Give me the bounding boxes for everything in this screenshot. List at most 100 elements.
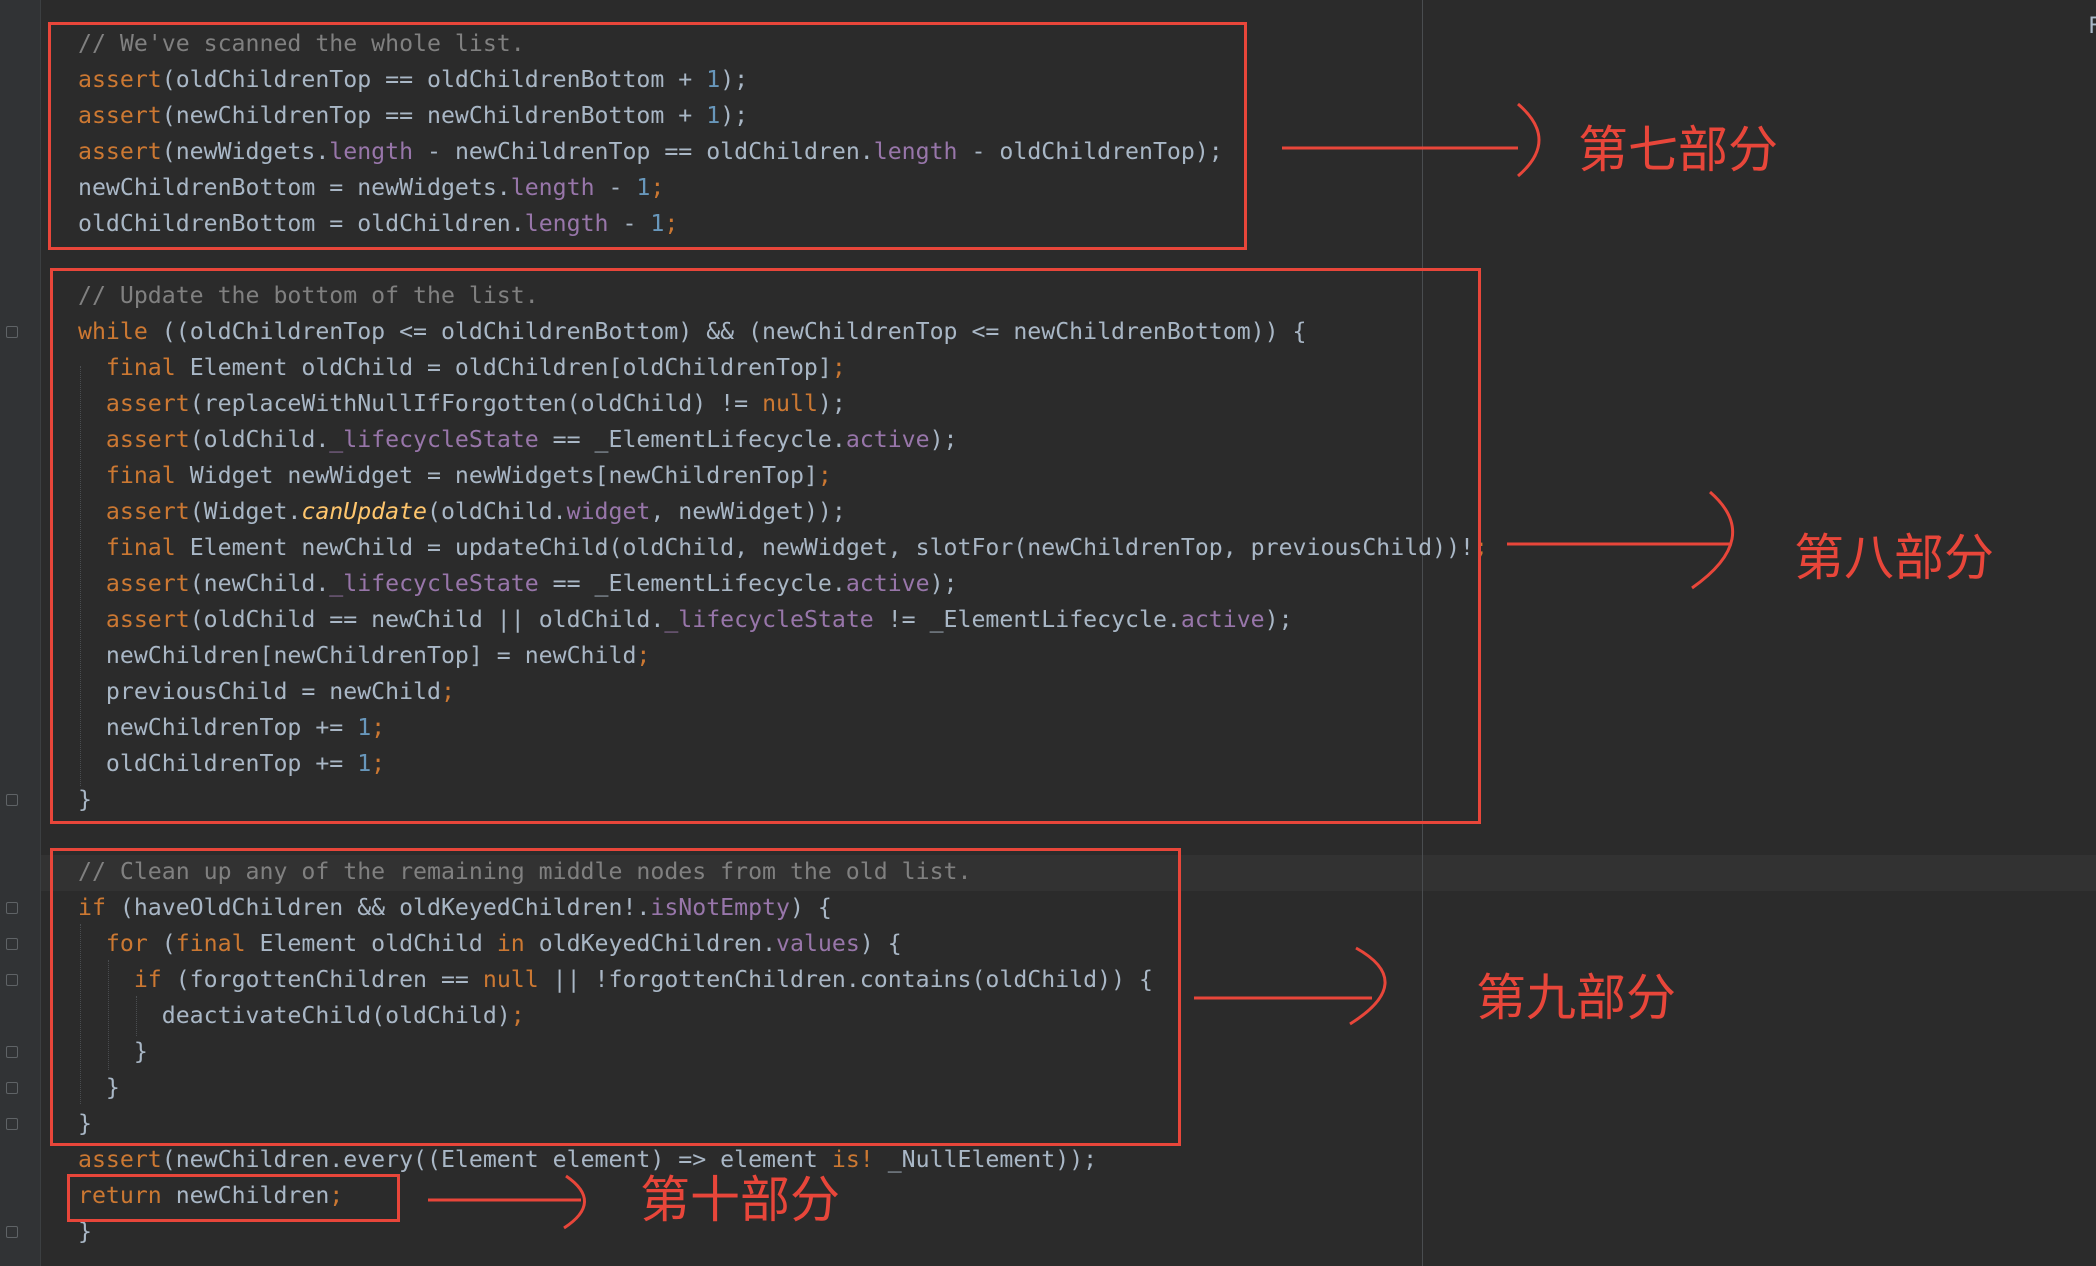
fold-marker-icon[interactable]	[6, 1082, 18, 1094]
code-line[interactable]: final Element oldChild = oldChildren[old…	[78, 350, 846, 386]
code-line[interactable]: assert(Widget.canUpdate(oldChild.widget,…	[78, 494, 846, 530]
code-token: ;	[831, 354, 846, 381]
code-token: (newChildrenTop == newChildrenBottom +	[161, 102, 707, 129]
code-token: }	[78, 1074, 120, 1101]
code-token: oldChildrenBottom = oldChildren.	[78, 210, 525, 237]
code-token: || !forgottenChildren.contains(oldChild)…	[538, 966, 1153, 993]
code-token: active	[845, 570, 930, 597]
code-token: // Update the bottom of the list.	[78, 282, 539, 309]
code-line[interactable]: assert(oldChild == newChild || oldChild.…	[78, 602, 1293, 638]
code-line[interactable]: return newChildren;	[78, 1178, 343, 1214]
code-line[interactable]: assert(newChild._lifecycleState == _Elem…	[78, 566, 958, 602]
arrow-icon	[1194, 946, 1387, 1026]
code-token: - newChildrenTop == oldChildren.	[413, 138, 874, 165]
code-line[interactable]: assert(newChildrenTop == newChildrenBott…	[78, 98, 748, 134]
code-line[interactable]: while ((oldChildrenTop <= oldChildrenBot…	[78, 314, 1307, 350]
indent-guide	[136, 996, 137, 1036]
code-token: }	[78, 1038, 148, 1065]
code-line[interactable]: }	[78, 1034, 148, 1070]
editor-gutter[interactable]	[0, 0, 41, 1266]
code-token: _NullElement));	[873, 1146, 1098, 1173]
code-line[interactable]: }	[78, 1106, 92, 1142]
code-line[interactable]: newChildren[newChildrenTop] = newChild;	[78, 638, 650, 674]
code-token: -	[594, 174, 637, 201]
code-token: }	[78, 786, 92, 813]
code-token: (Widget.	[189, 498, 302, 525]
code-token: 1	[636, 174, 651, 201]
code-token: final	[175, 930, 246, 957]
code-token: ) {	[859, 930, 902, 957]
code-token: (forgottenChildren ==	[161, 966, 483, 993]
code-line[interactable]: }	[78, 782, 92, 818]
code-token: // We've scanned the whole list.	[78, 30, 525, 57]
code-token: if	[78, 894, 106, 921]
code-line[interactable]: // We've scanned the whole list.	[78, 26, 525, 62]
annotation-box-part10	[67, 1174, 400, 1222]
code-token: (replaceWithNullIfForgotten(oldChild) !=	[189, 390, 763, 417]
code-token: assert	[78, 66, 162, 93]
code-token: == _ElementLifecycle.	[538, 570, 846, 597]
code-token: }	[78, 1218, 92, 1245]
code-token: is!	[831, 1146, 874, 1173]
code-line[interactable]: oldChildrenTop += 1;	[78, 746, 385, 782]
code-token: ;	[664, 210, 679, 237]
code-token: ) {	[789, 894, 832, 921]
fold-marker-icon[interactable]	[6, 794, 18, 806]
code-token: ;	[817, 462, 832, 489]
annotation-label-part9: 第九部分	[1476, 969, 1676, 1027]
fold-marker-icon[interactable]	[6, 326, 18, 338]
code-line[interactable]: if (forgottenChildren == null || !forgot…	[78, 962, 1153, 998]
code-token: Element oldChild = oldChildren[oldChildr…	[175, 354, 832, 381]
code-token: (oldChild == newChild || oldChild.	[189, 606, 665, 633]
code-token: in	[496, 930, 525, 957]
code-token: );	[929, 570, 958, 597]
code-token: -	[608, 210, 651, 237]
code-line[interactable]: for (final Element oldChild in oldKeyedC…	[78, 926, 902, 962]
code-token: _lifecycleState	[329, 426, 539, 453]
code-line[interactable]: previousChild = newChild;	[78, 674, 455, 710]
code-token: assert	[78, 102, 162, 129]
code-line[interactable]: newChildrenTop += 1;	[78, 710, 385, 746]
code-token: assert	[105, 498, 190, 525]
code-token: final	[105, 534, 176, 561]
arrow-icon	[428, 1174, 586, 1230]
code-line[interactable]: // Update the bottom of the list.	[78, 278, 539, 314]
annotation-label-part7: 第七部分	[1578, 121, 1778, 179]
code-token: _lifecycleState	[329, 570, 539, 597]
code-line[interactable]: deactivateChild(oldChild);	[78, 998, 525, 1034]
fold-marker-icon[interactable]	[6, 1226, 18, 1238]
code-token: _lifecycleState	[664, 606, 874, 633]
code-token: 1	[706, 102, 721, 129]
code-line[interactable]: // Clean up any of the remaining middle …	[78, 854, 971, 890]
code-line[interactable]: }	[78, 1070, 120, 1106]
code-line[interactable]: newChildrenBottom = newWidgets.length - …	[78, 170, 664, 206]
code-token: 1	[357, 750, 372, 777]
toolbar-edge-letter: F	[2088, 14, 2096, 39]
code-line[interactable]: assert(newWidgets.length - newChildrenTo…	[78, 134, 1223, 170]
code-token: for	[105, 930, 148, 957]
code-token: widget	[566, 498, 651, 525]
fold-marker-icon[interactable]	[6, 902, 18, 914]
fold-marker-icon[interactable]	[6, 1046, 18, 1058]
fold-marker-icon[interactable]	[6, 974, 18, 986]
code-line[interactable]: assert(replaceWithNullIfForgotten(oldChi…	[78, 386, 846, 422]
code-line[interactable]: }	[78, 1214, 92, 1250]
code-line[interactable]: assert(oldChildrenTop == oldChildrenBott…	[78, 62, 748, 98]
code-token: newChildren[newChildrenTop] = newChild	[78, 642, 637, 669]
code-token: (newChild.	[189, 570, 330, 597]
code-token: if	[133, 966, 162, 993]
code-line[interactable]: oldChildrenBottom = oldChildren.length -…	[78, 206, 678, 242]
code-line[interactable]: assert(oldChild._lifecycleState == _Elem…	[78, 422, 958, 458]
annotation-box-part8	[50, 268, 1481, 824]
code-token: newChildrenBottom = newWidgets.	[78, 174, 511, 201]
code-line[interactable]: assert(newChildren.every((Element elemen…	[78, 1142, 1097, 1178]
fold-marker-icon[interactable]	[6, 1118, 18, 1130]
code-token: null	[482, 966, 539, 993]
code-line[interactable]: if (haveOldChildren && oldKeyedChildren!…	[78, 890, 832, 926]
code-line[interactable]: final Element newChild = updateChild(old…	[78, 530, 1488, 566]
code-token: (oldChild.	[189, 426, 330, 453]
fold-marker-icon[interactable]	[6, 938, 18, 950]
code-line[interactable]: final Widget newWidget = newWidgets[newC…	[78, 458, 832, 494]
code-token: );	[817, 390, 846, 417]
